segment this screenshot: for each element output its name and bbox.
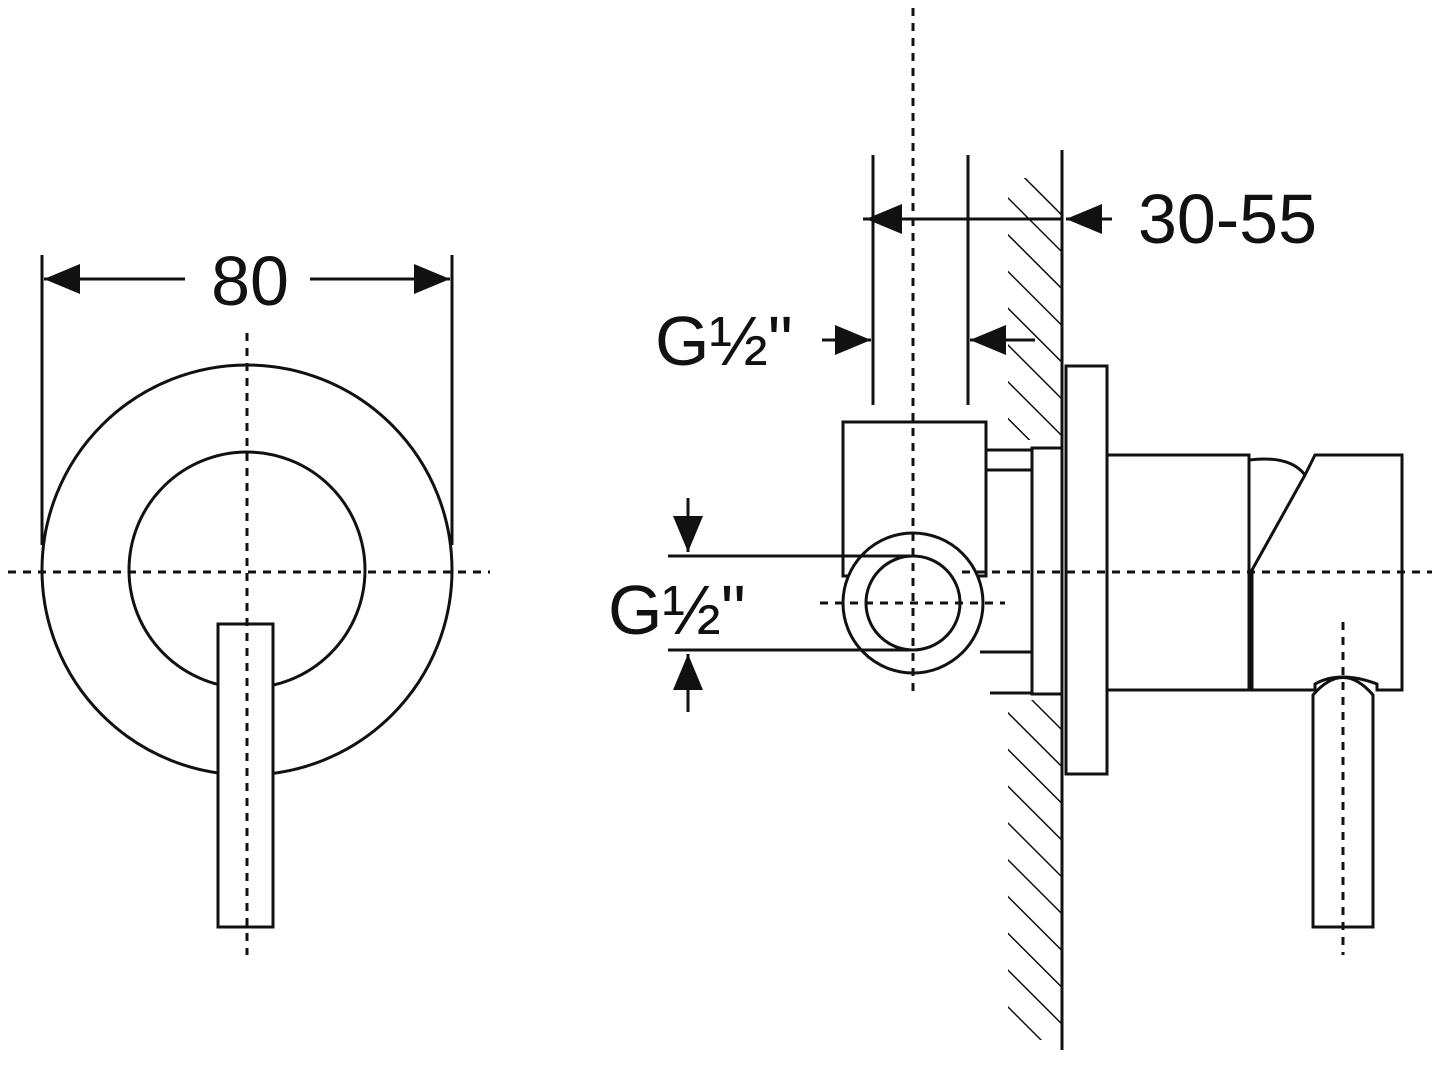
wall-hatch-lower [1008,700,1062,1040]
side-view [668,8,1432,1050]
front-view [8,255,490,955]
dimension-label-g12-top: G½" [655,302,793,380]
cover-plate-side [1064,364,1109,776]
dimension-label-30-55: 30-55 [1138,180,1317,258]
wall-hatch-upper [1008,178,1062,440]
dimension-label-80: 80 [211,242,289,320]
dimension-label-g12-side: G½" [608,571,746,649]
